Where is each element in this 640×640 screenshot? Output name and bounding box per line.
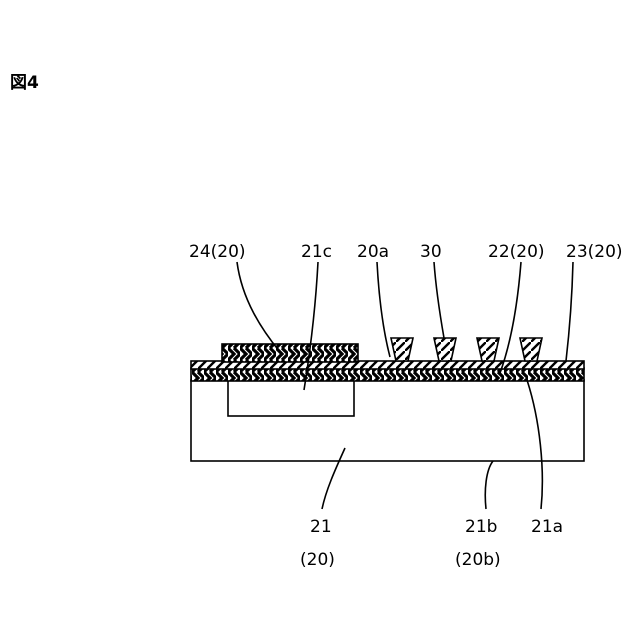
label-24: 24(20) xyxy=(189,242,246,262)
label-21-ref: (20) xyxy=(300,550,335,570)
layer-24 xyxy=(222,344,358,362)
bump xyxy=(477,338,499,361)
label-20a: 20a xyxy=(357,242,389,262)
label-22: 22(20) xyxy=(488,242,545,262)
bump xyxy=(434,338,456,361)
label-21b-ref: (20b) xyxy=(455,550,501,570)
label-21a: 21a xyxy=(531,517,563,537)
region-21c xyxy=(228,380,354,416)
label-21b: 21b xyxy=(465,517,497,537)
bumps-30 xyxy=(391,338,542,361)
layer-22 xyxy=(191,368,584,381)
bump xyxy=(391,338,413,361)
figure-label: 図4 xyxy=(10,73,39,93)
bump xyxy=(520,338,542,361)
label-21c: 21c xyxy=(301,242,332,262)
label-21: 21 xyxy=(310,517,332,537)
label-30: 30 xyxy=(420,242,442,262)
label-23: 23(20) xyxy=(566,242,623,262)
